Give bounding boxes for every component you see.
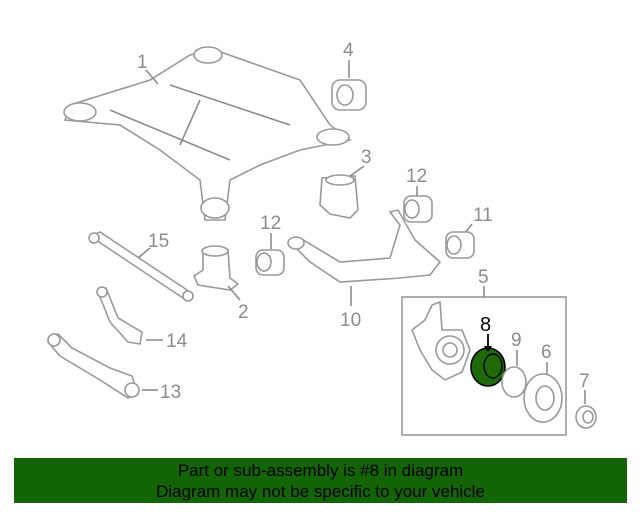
part-12-bushing-lower[interactable] — [255, 249, 285, 276]
part-14-arm[interactable] — [96, 286, 143, 345]
part-10-control-arm[interactable] — [287, 209, 442, 283]
part-12-bushing-upper[interactable] — [403, 195, 433, 223]
callout-10: 10 — [340, 310, 361, 331]
callout-7: 7 — [579, 371, 590, 392]
callout-4: 4 — [343, 40, 354, 61]
callout-5: 5 — [478, 267, 489, 288]
callout-12-lower: 12 — [260, 213, 281, 234]
banner-line-2: Diagram may not be specific to your vehi… — [156, 482, 485, 501]
callout-15: 15 — [148, 231, 169, 252]
part-11-bushing[interactable] — [445, 231, 475, 259]
part-7-nut[interactable] — [575, 405, 597, 429]
part-1-subframe[interactable] — [63, 46, 352, 221]
callout-8: 8 — [480, 314, 491, 336]
callout-6: 6 — [541, 342, 552, 363]
callout-11: 11 — [473, 205, 493, 226]
part-9-snap-ring[interactable] — [501, 366, 527, 398]
callout-1: 1 — [137, 52, 148, 73]
part-2-mount[interactable] — [192, 245, 240, 291]
part-5-knuckle[interactable] — [411, 300, 471, 381]
part-13-arm[interactable] — [46, 332, 140, 399]
part-3-mount[interactable] — [319, 174, 359, 219]
callout-14: 14 — [166, 331, 188, 352]
callout-12-upper: 12 — [406, 166, 427, 187]
part-6-hub[interactable] — [523, 373, 563, 423]
part-15-link[interactable] — [88, 231, 194, 302]
banner-line-1: Part or sub-assembly is #8 in diagram — [177, 461, 464, 480]
callout-3: 3 — [361, 147, 372, 168]
callout-9: 9 — [511, 330, 522, 351]
info-banner: Part or sub-assembly is #8 in diagram Di… — [14, 458, 627, 503]
part-4-bushing[interactable] — [331, 79, 367, 111]
callout-2: 2 — [238, 302, 249, 323]
part-8-wheel-bearing[interactable] — [470, 347, 506, 387]
callout-13: 13 — [160, 382, 181, 403]
